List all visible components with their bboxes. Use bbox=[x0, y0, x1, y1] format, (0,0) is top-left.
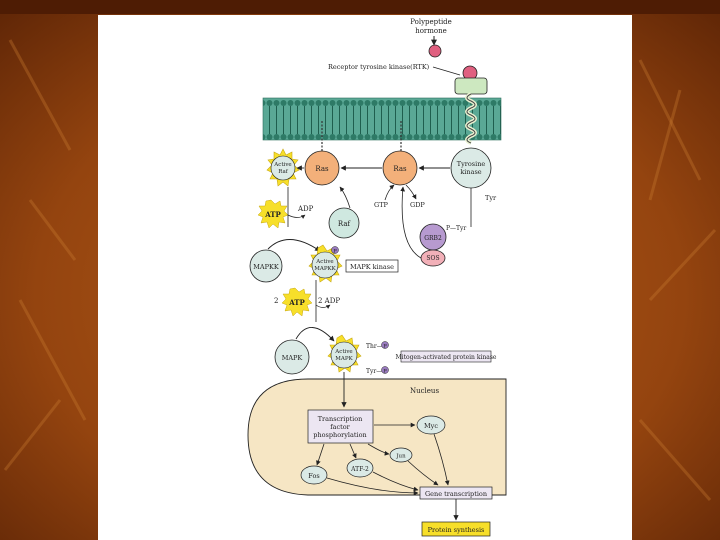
ras-active bbox=[304, 150, 340, 186]
atp2-starburst bbox=[281, 287, 313, 317]
tf-label-2: factor bbox=[330, 423, 350, 431]
nucleus bbox=[247, 378, 507, 496]
tf-label-1: Transcription bbox=[318, 415, 363, 423]
active-mapkk-label-2: MAPKK bbox=[314, 266, 336, 272]
hormone-molecule bbox=[428, 44, 442, 58]
atp1-starburst bbox=[257, 199, 289, 229]
cell-membrane bbox=[262, 97, 502, 141]
jun-label: Jun bbox=[395, 454, 406, 460]
hormone-label-1: Polypeptide bbox=[410, 18, 452, 26]
tyr-phosphate bbox=[381, 366, 389, 374]
atp2-label: ATP bbox=[288, 298, 305, 307]
svg-text:P: P bbox=[333, 249, 337, 255]
tf-label-3: phosphorylation bbox=[313, 431, 366, 439]
tyrosine-kinase-label-1: Tyrosine bbox=[457, 160, 486, 168]
svg-text:P: P bbox=[383, 369, 387, 375]
gdp-label: GDP bbox=[410, 201, 425, 209]
raf bbox=[328, 207, 360, 239]
tyrosine-kinase-label-2: kinase bbox=[460, 168, 481, 176]
grb2-label: GRB2 bbox=[424, 235, 442, 242]
myc-label: Myc bbox=[424, 422, 438, 430]
rtk-label-line bbox=[432, 66, 461, 76]
protein-synthesis-label: Protein synthesis bbox=[428, 526, 485, 534]
mapk bbox=[274, 339, 310, 375]
raf-label: Raf bbox=[338, 220, 352, 228]
mapk-kinase-label: MAPK kinase bbox=[350, 263, 394, 271]
active-mapk-label-2: MAPK bbox=[335, 356, 353, 362]
tyr-p-label: Tyr— bbox=[366, 368, 382, 375]
atf2-label: ATF-2 bbox=[350, 466, 369, 473]
ras-left-label: Ras bbox=[315, 165, 329, 173]
mapk-pathway-diagram: Polypeptide hormone Receptor tyrosine ki… bbox=[247, 18, 507, 537]
ras-right-label: Ras bbox=[393, 165, 407, 173]
thr-phosphate bbox=[381, 341, 389, 349]
atp1-label: ATP bbox=[264, 210, 281, 219]
p-tyr-label: P—Tyr bbox=[446, 225, 466, 232]
active-mapk-label-1: Active bbox=[334, 349, 352, 355]
gtp-label: GTP bbox=[374, 201, 389, 209]
nucleus-label: Nucleus bbox=[410, 387, 439, 395]
rtk-label: Receptor tyrosine kinase(RTK) bbox=[328, 63, 430, 71]
slide-content: Polypeptide hormone Receptor tyrosine ki… bbox=[98, 15, 632, 540]
ras-inactive bbox=[382, 150, 418, 186]
active-raf-label-1: Active bbox=[273, 162, 291, 168]
atf2 bbox=[346, 458, 374, 478]
fos-label: Fos bbox=[308, 472, 319, 480]
svg-text:P: P bbox=[383, 344, 387, 350]
myc bbox=[416, 415, 446, 435]
hormone-label-2: hormone bbox=[415, 27, 447, 35]
protein-synthesis-box bbox=[421, 521, 491, 537]
active-mapkk-label-1: Active bbox=[315, 259, 333, 265]
atp2-coef: 2 bbox=[274, 297, 278, 305]
fos bbox=[300, 465, 328, 485]
gene-transcription-label: Gene transcription bbox=[425, 490, 487, 498]
mapk-label: MAPK bbox=[282, 354, 303, 362]
thr-p-label: Thr— bbox=[366, 343, 383, 350]
adp2-label: 2 ADP bbox=[318, 297, 340, 305]
mito-label-box bbox=[400, 350, 492, 363]
mapkk-phosphate bbox=[331, 246, 339, 254]
mapkk-label: MAPKK bbox=[253, 263, 279, 271]
mapkk bbox=[249, 249, 283, 283]
adp1-label: ADP bbox=[297, 205, 314, 213]
mapk-kinase-box bbox=[345, 259, 399, 273]
rtk-extracellular bbox=[454, 77, 488, 95]
sos-label: SOS bbox=[426, 255, 439, 262]
tyr-label: Tyr bbox=[485, 194, 497, 202]
active-raf-label-2: Raf bbox=[278, 169, 289, 175]
jun bbox=[389, 447, 413, 463]
tf-phosphorylation-box bbox=[307, 409, 374, 444]
mito-label: Mitogen-activated protein kinase bbox=[396, 354, 497, 361]
